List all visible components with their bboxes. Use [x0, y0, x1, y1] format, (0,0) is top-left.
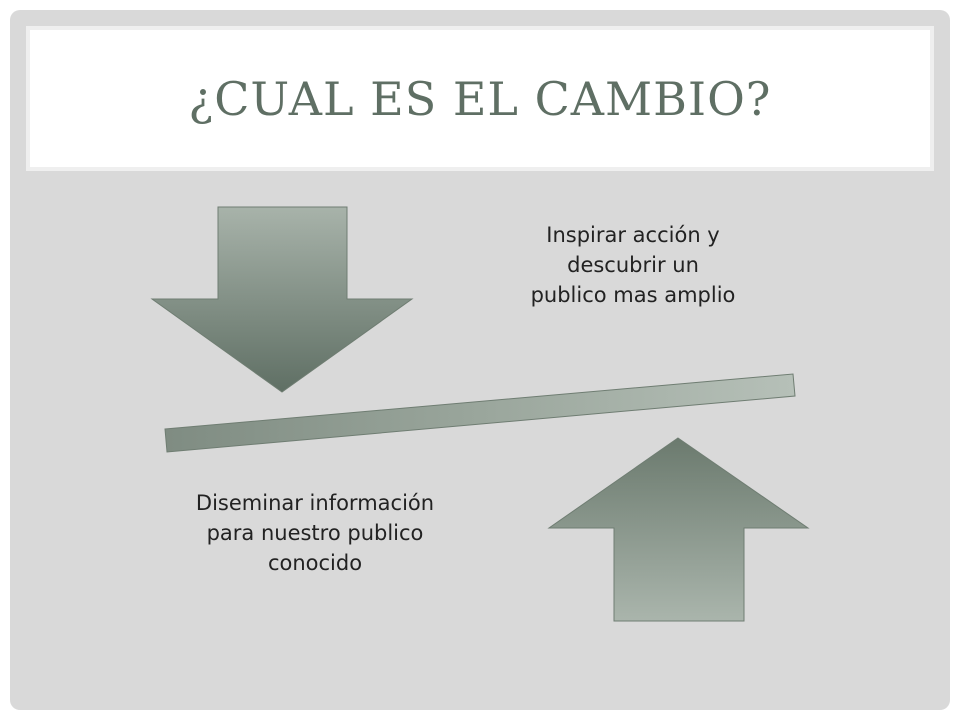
- seesaw-diagram: [150, 206, 810, 622]
- slide-title: ¿CUAL ES EL CAMBIO?: [188, 71, 772, 126]
- label-inspire: Inspirar acción y descubrir un publico m…: [530, 223, 736, 307]
- seesaw-bar: [164, 373, 796, 453]
- arrow-down-icon: [150, 206, 414, 393]
- slide: ¿CUAL ES EL CAMBIO? Inspirar acción y de…: [10, 10, 950, 710]
- title-box: ¿CUAL ES EL CAMBIO?: [30, 30, 930, 167]
- label-disseminate: Diseminar información para nuestro publi…: [195, 491, 435, 575]
- arrow-up-icon: [547, 437, 810, 622]
